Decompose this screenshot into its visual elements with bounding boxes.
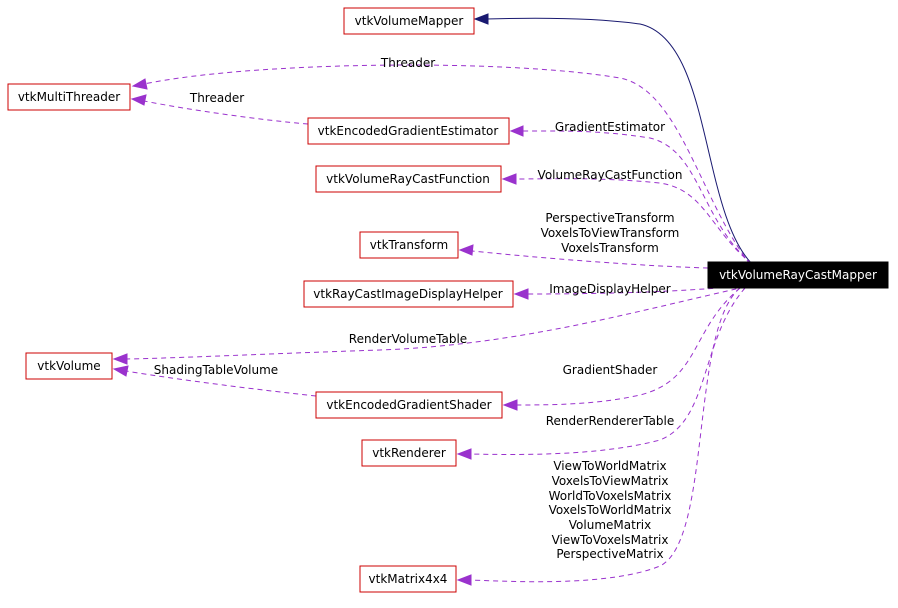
edge-threader-main xyxy=(143,64,751,265)
label-perspective-matrix: PerspectiveMatrix xyxy=(556,547,663,561)
label-gradient-shader: GradientShader xyxy=(563,363,658,377)
label-voxels-to-view-transform: VoxelsToViewTransform xyxy=(541,226,680,240)
edge-transform xyxy=(471,250,709,269)
edge-inheritance-volume-mapper xyxy=(485,17,753,265)
label-perspective-transform: PerspectiveTransform xyxy=(545,211,674,225)
node-label-vtk-renderer: vtkRenderer xyxy=(372,446,446,460)
node-label-vtk-volume: vtkVolume xyxy=(37,359,100,373)
label-image-display-helper: ImageDisplayHelper xyxy=(549,282,671,296)
arrow-head-threader-estimator xyxy=(130,94,147,106)
label-volume-ray-cast-function: VolumeRayCastFunction xyxy=(538,168,683,182)
node-vtk-ray-cast-image-display-helper[interactable]: vtkRayCastImageDisplayHelper xyxy=(303,280,514,308)
edge-matrices xyxy=(469,287,741,583)
node-vtk-renderer[interactable]: vtkRenderer xyxy=(361,439,457,467)
arrow-head-volume-mapper xyxy=(473,13,489,25)
edge-threader-estimator xyxy=(143,100,309,125)
node-label-vtk-volume-mapper: vtkVolumeMapper xyxy=(355,14,464,28)
arrow-head-gradient-shader xyxy=(502,399,518,411)
node-vtk-volume-mapper[interactable]: vtkVolumeMapper xyxy=(343,7,475,35)
arrow-head-render-renderer-table xyxy=(456,448,472,460)
label-view-to-voxels-matrix: ViewToVoxelsMatrix xyxy=(552,533,669,547)
edge-gradient-estimator xyxy=(521,130,753,265)
label-voxels-to-world-matrix: VoxelsToWorldMatrix xyxy=(549,503,672,517)
label-render-renderer-table: RenderRendererTable xyxy=(546,414,675,428)
node-label-vtk-encoded-gradient-shader: vtkEncodedGradientShader xyxy=(326,398,491,412)
label-view-to-world-matrix: ViewToWorldMatrix xyxy=(553,459,666,473)
arrow-head-volume-ray-cast-function xyxy=(501,173,517,185)
node-label-vtk-multi-threader: vtkMultiThreader xyxy=(18,90,120,104)
node-vtk-encoded-gradient-estimator[interactable]: vtkEncodedGradientEstimator xyxy=(307,117,510,145)
node-vtk-volume[interactable]: vtkVolume xyxy=(25,352,113,380)
edge-volume-ray-cast-function xyxy=(514,178,753,265)
arrow-head-gradient-estimator xyxy=(509,125,524,137)
label-voxels-to-view-matrix: VoxelsToViewMatrix xyxy=(552,474,669,488)
label-render-volume-table: RenderVolumeTable xyxy=(349,332,467,346)
node-label-vtk-volume-ray-cast-function: vtkVolumeRayCastFunction xyxy=(326,172,490,186)
arrow-head-image-display-helper xyxy=(513,288,529,300)
label-shading-table-volume: ShadingTableVolume xyxy=(154,363,278,377)
edge-gradient-shader xyxy=(515,287,741,406)
node-vtk-matrix4x4[interactable]: vtkMatrix4x4 xyxy=(359,565,457,593)
node-vtk-multi-threader[interactable]: vtkMultiThreader xyxy=(7,83,131,111)
node-vtk-encoded-gradient-shader[interactable]: vtkEncodedGradientShader xyxy=(315,391,503,419)
arrow-head-threader-main xyxy=(131,78,148,90)
node-label-vtk-matrix4x4: vtkMatrix4x4 xyxy=(369,572,448,586)
label-volume-matrix: VolumeMatrix xyxy=(569,518,651,532)
label-threader-estimator: Threader xyxy=(189,91,244,105)
edge-shading-table-volume xyxy=(125,370,317,397)
node-label-vtk-ray-cast-image-display-helper: vtkRayCastImageDisplayHelper xyxy=(313,287,503,301)
arrow-head-shading-table-volume xyxy=(112,365,129,377)
label-world-to-voxels-matrix: WorldToVoxelsMatrix xyxy=(549,489,672,503)
label-gradient-estimator: GradientEstimator xyxy=(555,120,665,134)
arrow-head-transform xyxy=(458,244,474,256)
node-label-vtk-volume-ray-cast-mapper: vtkVolumeRayCastMapper xyxy=(719,268,877,282)
arrow-head-matrices xyxy=(456,574,472,586)
arrow-head-render-volume-table xyxy=(112,353,128,365)
node-vtk-transform[interactable]: vtkTransform xyxy=(359,231,459,259)
node-label-vtk-transform: vtkTransform xyxy=(370,238,448,252)
label-voxels-transform: VoxelsTransform xyxy=(561,241,659,255)
node-vtk-volume-ray-cast-function[interactable]: vtkVolumeRayCastFunction xyxy=(315,165,502,193)
node-vtk-volume-ray-cast-mapper[interactable]: vtkVolumeRayCastMapper xyxy=(707,261,889,289)
node-label-vtk-encoded-gradient-estimator: vtkEncodedGradientEstimator xyxy=(318,124,499,138)
label-threader-main: Threader xyxy=(380,56,435,70)
